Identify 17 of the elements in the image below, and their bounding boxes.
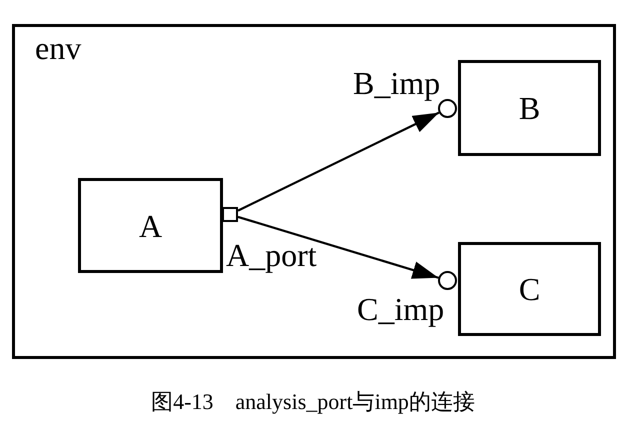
port-circle <box>438 271 457 290</box>
component-label: A <box>138 210 162 242</box>
container-label: env <box>35 32 82 64</box>
figure-caption: 图4-13 analysis_port与imp的连接 <box>151 391 475 413</box>
component-box <box>78 178 223 273</box>
port-label: B_imp <box>353 67 440 99</box>
component-label: C <box>518 273 540 305</box>
port-label: A_port <box>226 239 317 271</box>
arrow <box>238 216 439 279</box>
container-frame <box>12 24 616 359</box>
component-box <box>458 242 601 336</box>
port-label: C_imp <box>357 293 444 325</box>
component-label: B <box>518 92 540 124</box>
component-box <box>458 60 601 156</box>
port-square <box>222 207 238 222</box>
arrow <box>238 112 440 212</box>
port-circle <box>438 99 457 118</box>
